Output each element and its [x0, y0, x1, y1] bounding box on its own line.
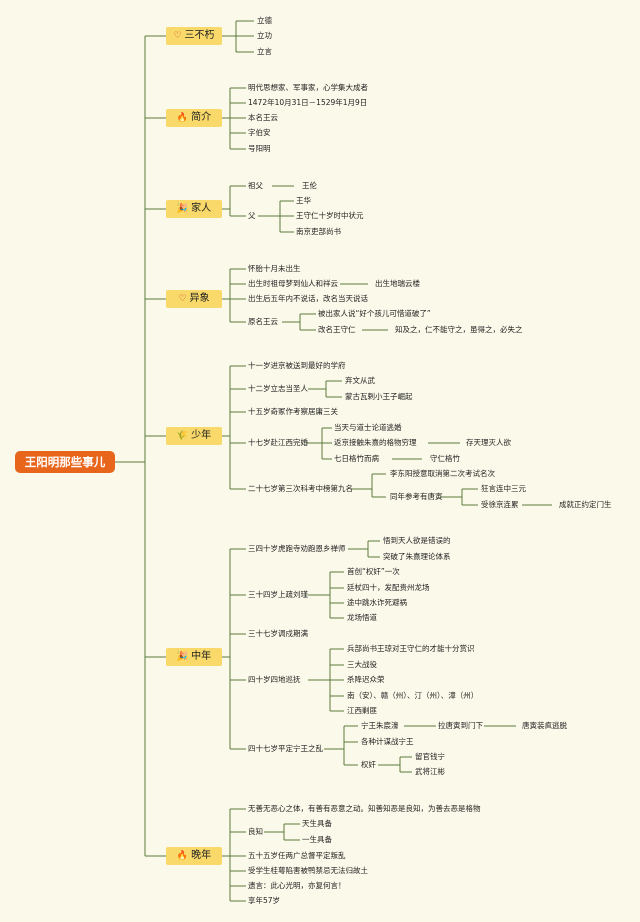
node-tangyin: 同年参考有唐寅: [390, 492, 443, 501]
node-age57: 享年57岁: [248, 896, 281, 905]
node-age15: 十五岁奇冢作考察居庸三关: [248, 407, 338, 416]
category-label: 简介: [191, 112, 212, 123]
node-battles: 三大战役: [347, 660, 377, 669]
node-age47: 四十七岁平定宁王之乱: [248, 744, 323, 753]
party-icon: 🎉: [176, 652, 189, 662]
heart-icon: ♡: [173, 31, 182, 41]
node-wanglun: 王伦: [302, 181, 317, 190]
category-label: 家人: [191, 203, 212, 214]
wheat-icon: 🌾: [176, 431, 189, 441]
node-tangyin-escape: 唐寅装疯逃脱: [522, 721, 567, 730]
node-ligong: 立功: [257, 31, 272, 40]
node-zhuangyuan: 王守仁十岁时中状元: [296, 211, 364, 220]
category-label: 中年: [191, 651, 212, 662]
node-four-regions: 南（安）、赣（州）、汀（州）、漳（州）: [347, 691, 479, 700]
node-pregnancy: 怀胎十月未出生: [248, 264, 301, 273]
node-exile: 廷杖四十，发配贵州龙场: [347, 583, 430, 592]
node-lifespan: 1472年10月31日－1529年1月9日: [248, 98, 368, 107]
node-military: 弃文从武: [345, 376, 375, 385]
node-strategies: 各种计谋战宁王: [361, 737, 414, 746]
node-wanghua: 王华: [296, 196, 311, 205]
node-shangshu: 南京吏部尚书: [296, 227, 341, 236]
node-silent: 出生后五年内不说话，改名当天说话: [248, 294, 368, 303]
node-longchang: 龙场悟道: [347, 613, 377, 622]
category-zhongnian: 🎉中年: [166, 648, 222, 666]
category-sanbuxiu: ♡三不朽: [166, 27, 222, 45]
node-name: 本名王云: [248, 113, 278, 122]
node-disciple: 成就正约定门生: [559, 500, 612, 509]
category-shaonian: 🌾少年: [166, 427, 222, 445]
category-jiaren: 🎉家人: [166, 200, 222, 218]
node-dream: 出生时祖母梦到仙人和祥云: [248, 279, 338, 288]
category-yixiang: ♡异象: [166, 290, 222, 308]
node-four-sentences: 无善无恶心之体，有善有恶意之动。知善知恶是良知，为善去恶是格物: [248, 804, 481, 813]
node-quanjian-first: 首创“权奸”一次: [347, 567, 400, 576]
node-lide: 立德: [257, 16, 272, 25]
node-courtesy-name: 字伯安: [248, 128, 271, 137]
node-lidongyang: 李东阳授意取消第二次考试名次: [390, 469, 495, 478]
node-rename: 改名王守仁: [318, 325, 356, 334]
node-boast: 狂言连中三元: [481, 484, 526, 493]
node-age37: 三十七岁调戍期满: [248, 629, 308, 638]
node-zhuxi: 返京接触朱熹的格物穷理: [334, 438, 417, 447]
root-node: 王阳明那些事儿: [15, 451, 115, 473]
category-jianjie: 🔥简介: [166, 109, 222, 127]
category-label: 三不朽: [184, 30, 215, 41]
node-liyan: 立言: [257, 47, 272, 56]
node-age34: 三十四岁上疏刘瑾: [248, 590, 308, 599]
fire-icon: 🔥: [176, 113, 189, 123]
node-age27: 二十七岁第三次科考中榜第九名: [248, 484, 353, 493]
node-original-name: 原名王云: [248, 317, 278, 326]
party-icon: 🎉: [176, 204, 189, 214]
node-implicated: 受徐京连累: [481, 500, 519, 509]
category-label: 少年: [191, 430, 212, 441]
node-hupao-temple: 三四十岁虎跑寺劝跑恩乡禅师: [248, 544, 346, 553]
node-tianli: 存天理灭人欲: [466, 438, 511, 447]
node-breakthrough: 突破了朱熹理论体系: [383, 552, 451, 561]
node-bamboo: 七日格竹而病: [334, 454, 379, 463]
node-fake-death: 途中跳水诈死避祸: [347, 598, 407, 607]
node-liangzhi: 良知: [248, 827, 263, 836]
node-mongol: 蒙古瓦剌小王子崛起: [345, 392, 413, 401]
node-grandfather: 祖父: [248, 181, 263, 190]
node-age12: 十二岁立志当圣人: [248, 384, 308, 393]
node-quote: 知及之，仁不能守之，虽得之，必失之: [395, 325, 523, 334]
category-label: 异象: [189, 293, 210, 304]
node-bandits: 江西剿匪: [347, 706, 377, 715]
node-art-name: 号阳明: [248, 144, 271, 153]
node-age17: 十七岁赴江西完婚: [248, 438, 308, 447]
node-recruit-tangyin: 拉唐寅到门下: [438, 721, 483, 730]
node-qianning: 留官钱宁: [415, 752, 445, 761]
node-jiangbin: 武将江彬: [415, 767, 445, 776]
node-quanjian: 权奸: [361, 760, 376, 769]
node-surrender: 杀降迟众荣: [347, 675, 385, 684]
node-lifelong: 一生具备: [302, 835, 332, 844]
node-age40: 四十岁四地巡抚: [248, 675, 301, 684]
node-father: 父: [248, 211, 256, 220]
heart-icon: ♡: [178, 294, 187, 304]
node-intro: 明代思想家、军事家，心学集大成者: [248, 83, 368, 92]
node-last-words: 遗言：此心光明，亦复何言！: [248, 881, 346, 890]
node-realize: 悟到天人欲是错误的: [383, 536, 451, 545]
node-framed: 受学生桂萼陷害被鸭禁忌无法归故土: [248, 866, 368, 875]
fire-icon: 🔥: [176, 851, 189, 861]
node-monk: 被出家人说“好个孩儿可惜道破了”: [318, 309, 431, 318]
node-age55: 五十五岁任两广总督平定叛乱: [248, 851, 346, 860]
node-wangqiong: 兵部尚书王琼对王守仁的才能十分赏识: [347, 644, 475, 653]
node-innate: 天生具备: [302, 819, 332, 828]
node-taoist: 当天与道士论道逃婚: [334, 423, 402, 432]
node-gezhu: 守仁格竹: [430, 454, 460, 463]
node-age11: 十一岁进京被送到最好的学府: [248, 361, 346, 370]
category-wannian: 🔥晚年: [166, 847, 222, 865]
node-ningwang: 宁王朱宸濠: [361, 721, 399, 730]
category-label: 晚年: [191, 850, 212, 861]
node-ruiyunlou: 出生地瑞云楼: [375, 279, 420, 288]
